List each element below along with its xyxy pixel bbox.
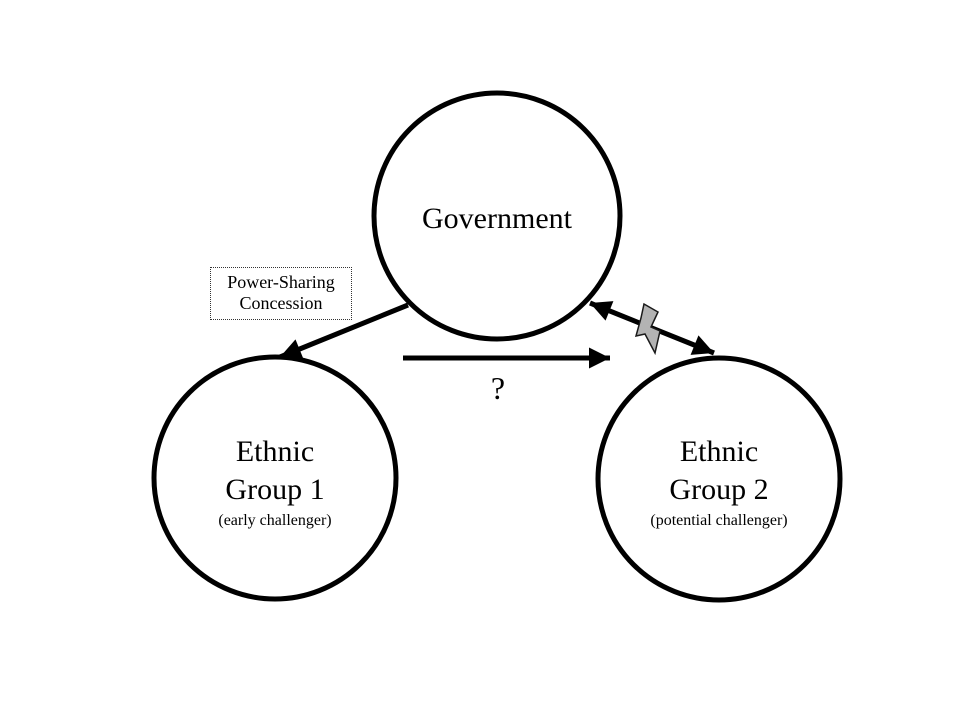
question-mark-label: ? — [490, 370, 506, 406]
group2-title-line2: Group 2 — [669, 473, 769, 506]
group1-title-line1: Ethnic — [235, 435, 315, 468]
ethnic-group-1-label: Ethnic Group 1 (early challenger) — [155, 433, 395, 533]
government-label: Government — [422, 202, 572, 235]
group1-title-line2: Group 1 — [225, 473, 325, 506]
lightning-bolt-icon — [634, 302, 661, 356]
ethnic-group-1-circle — [151, 354, 399, 602]
ethnic-group-2-circle — [595, 355, 843, 603]
group1-subtitle: (early challenger) — [218, 512, 332, 529]
concession-arrow — [279, 302, 409, 360]
concession-label-line1: Power-Sharing — [227, 272, 335, 292]
group2-subtitle: (potential challenger) — [650, 512, 788, 529]
power-sharing-concession-box: Power-Sharing Concession — [210, 267, 352, 320]
ethnic-group-2-label: Ethnic Group 2 (potential challenger) — [599, 433, 839, 533]
government-circle — [371, 90, 623, 342]
group2-title-line1: Ethnic — [679, 435, 759, 468]
concession-label-line2: Concession — [239, 293, 323, 313]
